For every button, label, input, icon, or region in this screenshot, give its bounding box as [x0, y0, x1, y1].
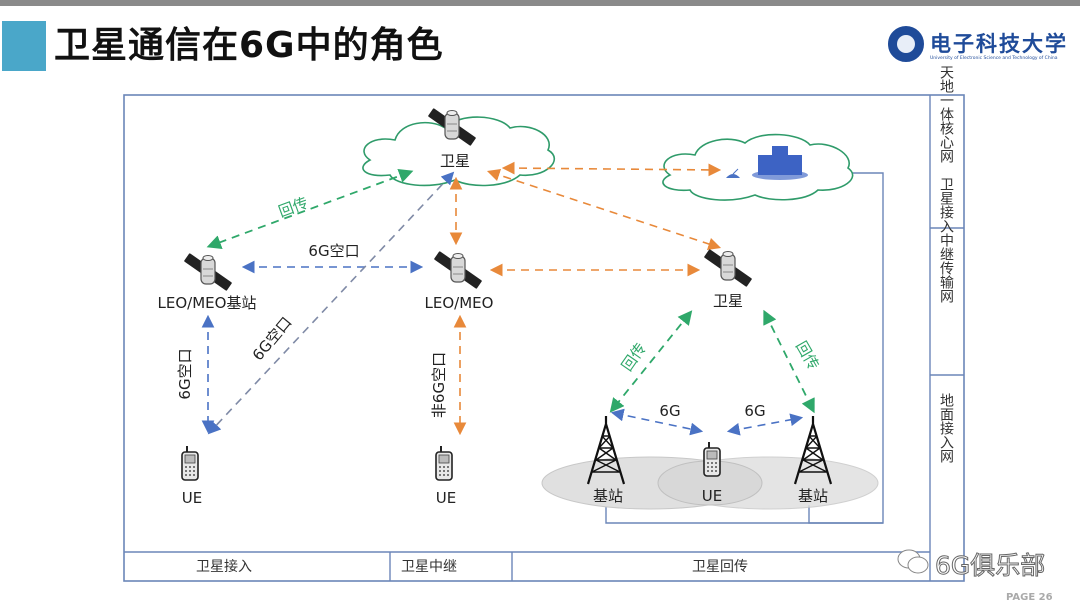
satellite-right-icon [703, 248, 753, 288]
sat-top-to-right-link [486, 168, 722, 251]
title-accent-block [2, 21, 46, 71]
top-bar [0, 0, 1080, 6]
satellite-leo-left-icon [183, 252, 233, 292]
label-ue-mid: UE [436, 489, 456, 507]
logo-name-cn: 电子科技大学 [930, 31, 1068, 56]
label-ue-left: UE [182, 489, 202, 507]
core-network-cloud [662, 133, 854, 201]
sat-to-core-link [501, 161, 722, 177]
ue-right-icon [703, 441, 721, 477]
bottom-label-backhaul: 卫星回传 [692, 559, 748, 575]
label-6g-left: 6G [659, 402, 680, 420]
6g-left-link [610, 408, 704, 436]
side-label-relay: 卫星接入中继传输网 [938, 177, 954, 304]
label-leo-mid: LEO/MEO [425, 294, 494, 312]
satellite-leo-mid-icon [433, 250, 483, 290]
logo-name-en: University of Electronic Science and Tec… [930, 56, 1058, 61]
label-leo-left: LEO/MEO基站 [158, 294, 257, 312]
label-6g-air-diagonal: 6G空口 [249, 313, 296, 364]
ue-left-icon [181, 445, 199, 481]
label-bs-left: 基站 [593, 487, 623, 505]
satellite-dish-icon [726, 168, 740, 178]
core-to-bs-left-link [605, 505, 883, 524]
watermark-text: 6G俱乐部 [934, 551, 1046, 581]
backhaul-right-link [763, 309, 815, 414]
label-backhaul-right: 回传 [792, 338, 823, 373]
backhaul-left-link [609, 310, 693, 413]
university-emblem-icon [888, 26, 924, 62]
side-label-ground: 地面接入网 [938, 393, 954, 464]
label-bs-right: 基站 [798, 487, 828, 505]
6g-right-link [726, 413, 804, 436]
backhaul-top-link [206, 168, 414, 250]
label-6g-right: 6G [744, 402, 765, 420]
label-non-6g: 非6G空口 [430, 352, 448, 418]
university-logo: 电子科技大学 University of Electronic Science … [888, 26, 1066, 70]
label-6g-air-horizontal: 6G空口 [308, 242, 359, 260]
label-sat-right: 卫星 [713, 292, 743, 310]
ue-mid-icon [435, 445, 453, 481]
6g-air-diagonal-link [207, 171, 455, 435]
bottom-label-relay: 卫星中继 [401, 559, 457, 575]
diagram-frame [123, 94, 965, 582]
label-backhaul-top: 回传 [276, 194, 310, 221]
page-title: 卫星通信在6G中的角色 [54, 25, 444, 66]
bottom-label-access: 卫星接入 [196, 558, 252, 575]
label-ue-right: UE [702, 487, 722, 505]
wechat-watermark-icon [897, 549, 929, 574]
page-number: PAGE 26 [1006, 592, 1053, 603]
label-sat-top: 卫星 [440, 152, 470, 170]
label-6g-air-vertical: 6G空口 [176, 348, 194, 399]
side-label-core: 天地一体核心网 [938, 65, 954, 164]
core-server-icon [752, 146, 808, 180]
